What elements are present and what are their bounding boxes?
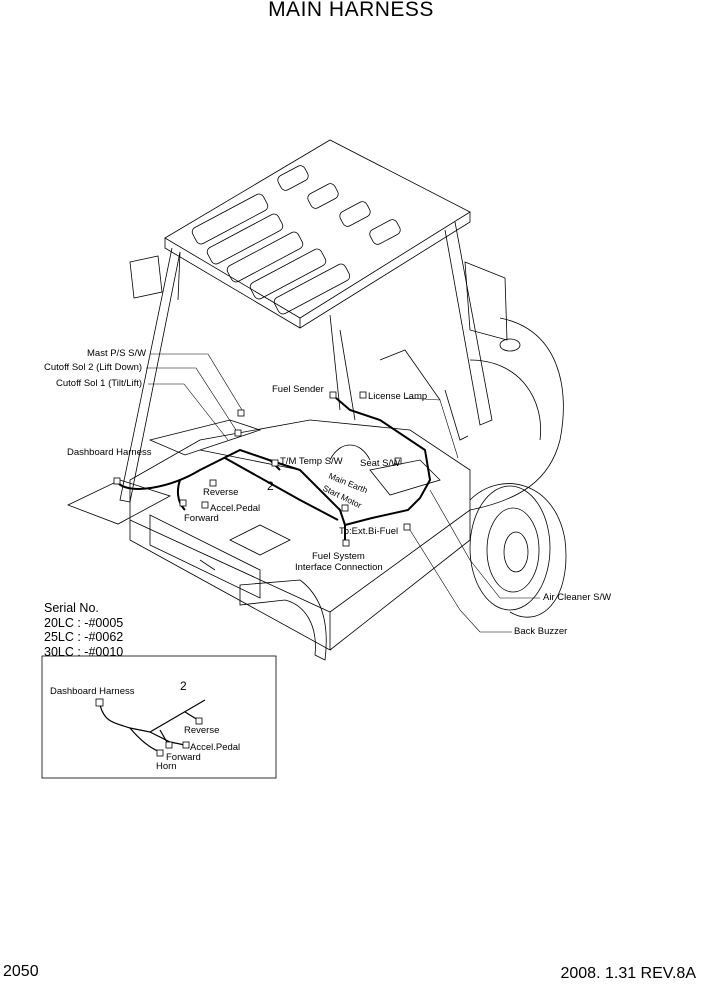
page-title: MAIN HARNESS — [268, 0, 434, 21]
right-rear-pillar — [444, 221, 493, 426]
label-dashboard-harness: Dashboard Harness — [67, 447, 152, 458]
page-number: 2050 — [3, 963, 39, 980]
label-to-ext-bi-fuel: To:Ext.Bi-Fuel — [339, 526, 398, 537]
detail-reverse: Reverse — [184, 725, 219, 736]
callout-2: 2 — [267, 479, 274, 493]
rear-wheel — [469, 485, 551, 611]
detail-inset: Dashboard Harness 2 Reverse Accel.Pedal … — [41, 655, 277, 779]
fender — [239, 579, 327, 661]
serial-line: 25LC : -#0062 — [44, 630, 124, 644]
overhead-guard-roof — [164, 139, 471, 319]
main-harness — [117, 397, 432, 545]
label-license-lamp: License Lamp — [368, 391, 427, 402]
detail-horn: Horn — [156, 761, 177, 772]
label-forward: Forward — [184, 513, 219, 524]
leader-lines — [146, 353, 540, 633]
serial-number-block: Serial No. 20LC : -#0005 25LC : -#0062 3… — [44, 601, 123, 659]
serial-line: 20LC : -#0005 — [44, 615, 124, 630]
connectors — [113, 391, 411, 547]
floor-plate — [66, 479, 172, 525]
counterweight — [469, 317, 564, 511]
chassis — [129, 419, 471, 613]
label-interface-connection: Interface Connection — [295, 562, 383, 573]
left-front-pillar — [119, 247, 181, 503]
label-mast-ps: Mast P/S S/W — [87, 348, 146, 359]
detail-accel-pedal: Accel.Pedal — [190, 742, 240, 753]
label-fuel-system: Fuel System — [312, 551, 365, 562]
label-tm-temp: T/M Temp S/W — [280, 456, 343, 467]
mirror — [129, 255, 163, 299]
forklift-drawing — [66, 139, 567, 661]
label-seat-sw: Seat S/W — [360, 458, 400, 469]
detail-dashboard-harness: Dashboard Harness — [50, 686, 135, 697]
label-accel-pedal: Accel.Pedal — [210, 503, 260, 514]
detail-callout-2: 2 — [180, 679, 187, 693]
label-cutoff-sol-1: Cutoff Sol 1 (Tilt/Lift) — [56, 378, 142, 389]
label-reverse: Reverse — [203, 487, 238, 498]
detail-forward: Forward — [166, 752, 201, 763]
roof-slots — [191, 165, 401, 315]
serial-heading: Serial No. — [44, 601, 99, 615]
label-cutoff-sol-2: Cutoff Sol 2 (Lift Down) — [44, 362, 142, 373]
revision-stamp: 2008. 1.31 REV.8A — [560, 965, 696, 982]
label-air-cleaner: Air Cleaner S/W — [543, 592, 611, 603]
label-fuel-sender: Fuel Sender — [272, 384, 324, 395]
serial-line: 30LC : -#0010 — [44, 644, 124, 659]
label-back-buzzer: Back Buzzer — [514, 626, 567, 637]
